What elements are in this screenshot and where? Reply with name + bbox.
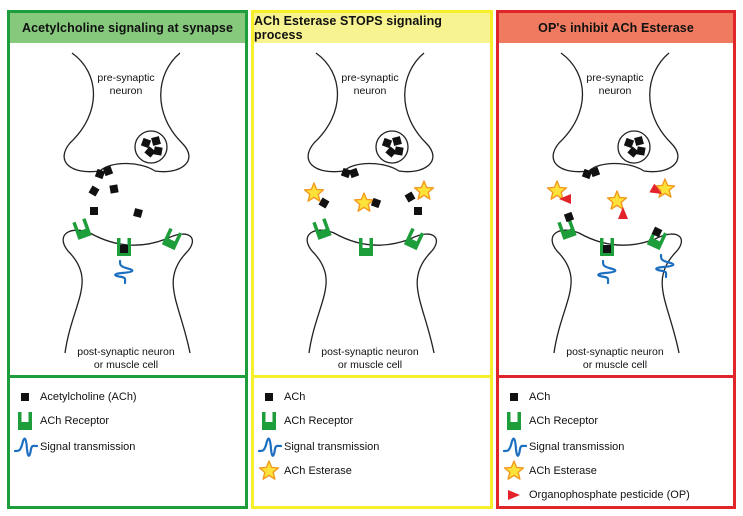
legend-label: ACh Receptor <box>40 415 110 427</box>
esterase-star-icon <box>499 460 529 482</box>
synapse-diagram: pre-synaptic neuron post-synaptic neuron… <box>303 52 437 371</box>
esterase-star-icon <box>254 460 284 482</box>
ach-esterase <box>654 178 676 198</box>
vesicle <box>617 130 651 164</box>
vesicle <box>134 130 168 164</box>
ach-molecule <box>90 207 98 215</box>
ach-receptor <box>359 238 373 256</box>
legend-label: Signal transmission <box>284 441 380 453</box>
op-triangle-icon <box>499 484 529 506</box>
signal-wave-icon <box>10 436 40 458</box>
ach-esterase <box>546 180 568 200</box>
legend-item-signal: Signal transmission <box>254 436 379 458</box>
post-label: or muscle cell <box>94 359 158 371</box>
legend-label: ACh Receptor <box>284 415 354 427</box>
pre-synaptic-neuron <box>307 52 434 173</box>
ach-molecule <box>133 208 143 218</box>
post-synaptic-neuron <box>551 229 682 354</box>
legend-label: Signal transmission <box>529 441 625 453</box>
legend-label: ACh Receptor <box>529 415 599 427</box>
signal-transmission <box>114 259 134 285</box>
panel-esterase-stops-signaling: ACh Esterase STOPS signaling process pre… <box>251 10 493 509</box>
legend-item-ach: ACh <box>254 386 305 408</box>
legend-item-esterase: ACh Esterase <box>499 460 597 482</box>
pre-synaptic-neuron <box>63 52 190 173</box>
pre-label: pre-synaptic <box>341 72 398 84</box>
ach-square-icon <box>499 386 529 408</box>
synapse-diagram: pre-synaptic neuron post-synaptic neuron… <box>62 52 193 371</box>
pre-label: pre-synaptic <box>586 72 643 84</box>
ach-receptor <box>72 218 92 240</box>
signal-wave-icon <box>499 436 529 458</box>
legend-item-esterase: ACh Esterase <box>254 460 352 482</box>
ach-molecule <box>88 185 100 197</box>
legend-item-op: Organophosphate pesticide (OP) <box>499 484 690 506</box>
panel-title: OP's inhibit ACh Esterase <box>499 13 733 43</box>
post-label: post-synaptic neuron <box>321 346 419 358</box>
ach-receptor <box>312 218 332 240</box>
legend-label: ACh Esterase <box>284 465 352 477</box>
legend-label: ACh <box>284 391 306 403</box>
post-synaptic-neuron <box>62 229 193 354</box>
synapse-diagram: pre-synaptic neuron post-synaptic neuron… <box>546 52 682 371</box>
ach-square-icon <box>10 386 40 408</box>
signal-wave-icon <box>254 436 284 458</box>
post-label: or muscle cell <box>583 359 647 371</box>
panel-title: Acetylcholine signaling at synapse <box>10 13 245 43</box>
ach-receptor <box>403 227 425 251</box>
divider <box>254 375 490 378</box>
ach-receptor-icon <box>499 410 529 432</box>
op-pesticide <box>618 207 628 219</box>
ach-molecule <box>109 184 119 194</box>
pre-label: pre-synaptic <box>97 72 154 84</box>
signal-transmission <box>597 259 617 285</box>
pre-label: neuron <box>110 85 143 97</box>
pre-synaptic-neuron <box>552 52 679 173</box>
legend-item-receptor: ACh Receptor <box>499 410 598 432</box>
legend-label: ACh <box>529 391 551 403</box>
divider <box>10 375 245 378</box>
ach-receptor <box>161 227 183 251</box>
legend-item-ach: ACh <box>499 386 550 408</box>
ach-receptor-icon <box>10 410 40 432</box>
legend-item-signal: Signal transmission <box>499 436 624 458</box>
legend-label: Signal transmission <box>40 441 136 453</box>
legend-item-receptor: ACh Receptor <box>10 410 109 432</box>
ach-esterase <box>606 190 628 210</box>
ach-square-icon <box>254 386 284 408</box>
vesicle <box>375 130 409 164</box>
divider <box>499 375 733 378</box>
ach-esterase <box>353 192 375 212</box>
legend-label: Acetylcholine (ACh) <box>40 391 137 403</box>
ach-receptor-icon <box>254 410 284 432</box>
pre-label: neuron <box>354 85 387 97</box>
panel-acetylcholine-signaling: Acetylcholine signaling at synapse pre-s… <box>7 10 248 509</box>
pre-label: neuron <box>599 85 632 97</box>
legend-label: Organophosphate pesticide (OP) <box>529 489 690 501</box>
legend-item-receptor: ACh Receptor <box>254 410 353 432</box>
panel-op-inhibit-esterase: OP's inhibit ACh Esterase pre-synaptic n… <box>496 10 736 509</box>
post-label: post-synaptic neuron <box>77 346 175 358</box>
ach-esterase <box>303 182 325 202</box>
legend-item-signal: Signal transmission <box>10 436 135 458</box>
post-label: post-synaptic neuron <box>566 346 664 358</box>
post-label: or muscle cell <box>338 359 402 371</box>
ach-esterase <box>413 180 435 200</box>
legend-label: ACh Esterase <box>529 465 597 477</box>
post-synaptic-neuron <box>306 229 437 354</box>
panel-title: ACh Esterase STOPS signaling process <box>254 13 490 43</box>
legend-item-ach: Acetylcholine (ACh) <box>10 386 137 408</box>
